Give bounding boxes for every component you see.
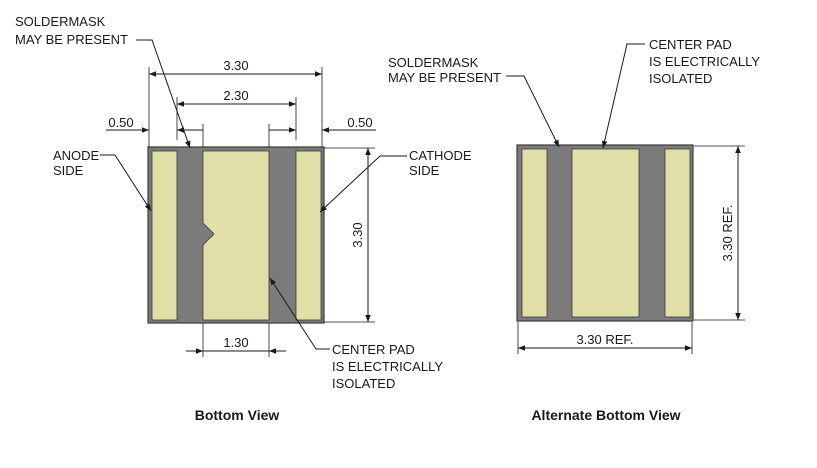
alt-center-pad <box>571 148 640 318</box>
dim-right-pad-label: 0.50 <box>347 115 372 130</box>
dim-overall-width: 3.30 <box>148 58 323 147</box>
dim-center-pad-label: 1.30 <box>223 335 248 350</box>
alt-dim-width: 3.30 REF. <box>517 322 693 354</box>
anode-callout: ANODE SIDE <box>53 148 152 212</box>
bottom-view-caption: Bottom View <box>195 407 280 423</box>
alt-soldermask-note-line-1: SOLDERMASK <box>388 55 479 70</box>
soldermask-callout: SOLDERMASK MAY BE PRESENT <box>15 14 191 149</box>
cathode-note-line-1: CATHODE <box>409 148 472 163</box>
cathode-callout: CATHODE SIDE <box>319 148 472 213</box>
dim-left-pad-label: 0.50 <box>108 115 133 130</box>
anode-pad <box>151 150 178 321</box>
center-pad-callout: CENTER PAD IS ELECTRICALLY ISOLATED <box>269 277 443 391</box>
cathode-note-line-2: SIDE <box>409 163 440 178</box>
center-pad-note-line-1: CENTER PAD <box>332 342 415 357</box>
soldermask-note-line-1: SOLDERMASK <box>15 14 106 29</box>
dim-height: 3.30 <box>324 147 375 323</box>
dim-inner-width: 2.30 <box>176 88 297 140</box>
bottom-view: 3.30 2.30 0.50 0.50 3.30 <box>15 14 472 423</box>
dim-left-pad: 0.50 <box>106 115 204 147</box>
cathode-pad <box>295 150 322 321</box>
alt-dim-height-label: 3.30 REF. <box>720 204 735 261</box>
soldermask-note-line-2: MAY BE PRESENT <box>15 32 128 47</box>
dim-inner-width-label: 2.30 <box>223 88 248 103</box>
alt-soldermask-note-line-2: MAY BE PRESENT <box>388 70 501 85</box>
alt-anode-pad <box>521 148 548 318</box>
alt-center-pad-note-line-1: CENTER PAD <box>649 37 732 52</box>
anode-note-line-1: ANODE <box>53 148 100 163</box>
center-pad-note-line-3: ISOLATED <box>332 376 395 391</box>
dim-center-pad: 1.30 <box>186 323 286 357</box>
dim-overall-width-label: 3.30 <box>223 58 248 73</box>
alternate-view-caption: Alternate Bottom View <box>531 407 680 423</box>
alt-center-pad-note-line-2: IS ELECTRICALLY <box>649 54 760 69</box>
alt-center-pad-callout: CENTER PAD IS ELECTRICALLY ISOLATED <box>601 37 760 149</box>
alternate-bottom-view: SOLDERMASK MAY BE PRESENT CENTER PAD IS … <box>388 37 760 423</box>
center-pad <box>202 150 270 321</box>
alt-soldermask-callout: SOLDERMASK MAY BE PRESENT <box>388 55 560 148</box>
dim-height-label: 3.30 <box>350 222 365 247</box>
dim-right-pad: 0.50 <box>268 115 376 147</box>
alt-dim-width-label: 3.30 REF. <box>576 332 633 347</box>
center-pad-note-line-2: IS ELECTRICALLY <box>332 359 443 374</box>
anode-note-line-2: SIDE <box>53 163 84 178</box>
alt-cathode-pad <box>664 148 691 318</box>
alt-center-pad-note-line-3: ISOLATED <box>649 71 712 86</box>
alt-dim-height: 3.30 REF. <box>694 145 745 321</box>
